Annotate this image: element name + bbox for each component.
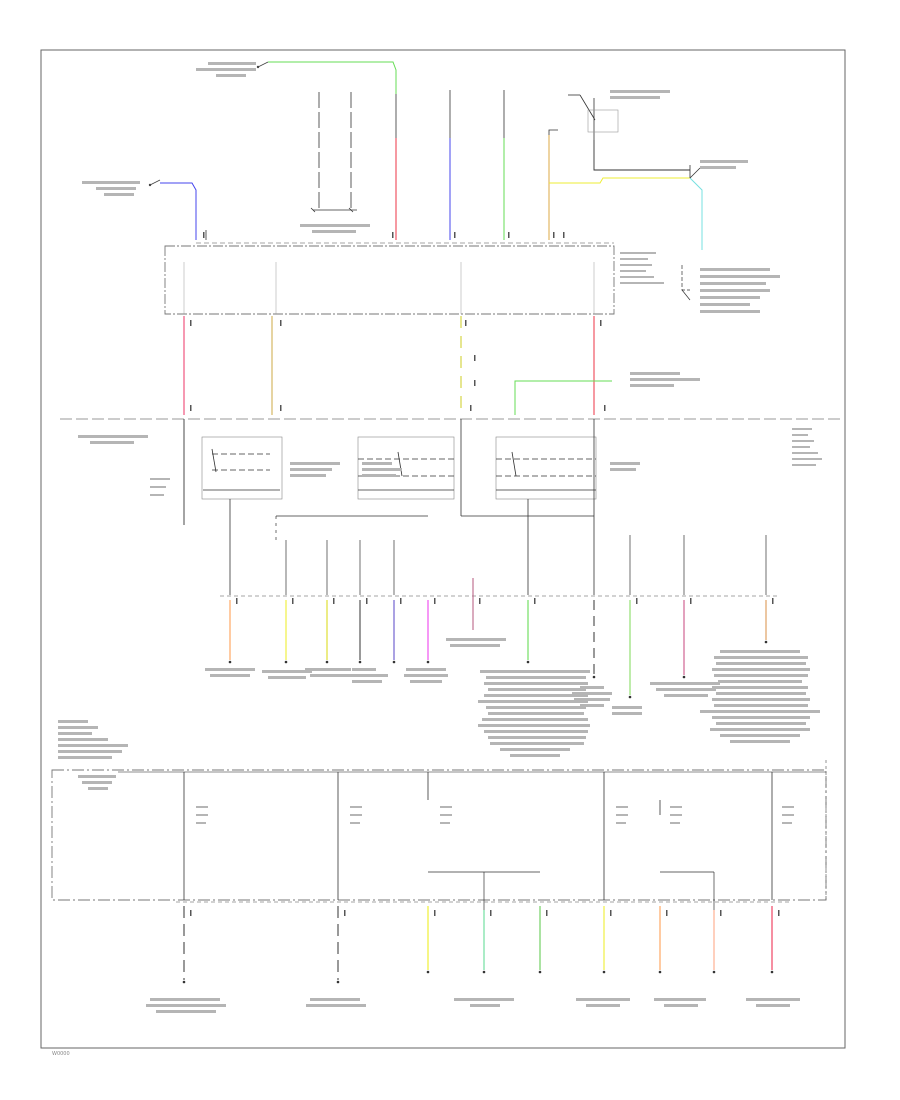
relay-2 (357, 436, 455, 500)
wire-green-branch (514, 380, 612, 415)
wire-yellow-horizontal (549, 177, 690, 184)
faint-label-marks (58, 62, 822, 1013)
wire-black-relay-out (593, 140, 690, 171)
footer-code: W0000 (52, 1051, 70, 1057)
diagram-frame (40, 49, 846, 1049)
lower-fuse-block (51, 769, 827, 901)
lower-fuse-drops (183, 772, 773, 900)
lower-terminal-dots (182, 970, 774, 984)
blue-fuse-relay (148, 179, 161, 187)
wire-pin-marks (190, 232, 780, 916)
blue-wire (160, 182, 197, 240)
top-right-relay (568, 94, 619, 140)
green-wire-top (268, 61, 397, 94)
top-relay (256, 61, 269, 69)
terminal-dots (228, 640, 768, 699)
relay-3 (495, 436, 597, 500)
body-control-module (164, 245, 615, 315)
fuse-row-ipdm (275, 516, 767, 595)
relay-1 (201, 436, 283, 500)
wire-cyan (689, 177, 703, 250)
